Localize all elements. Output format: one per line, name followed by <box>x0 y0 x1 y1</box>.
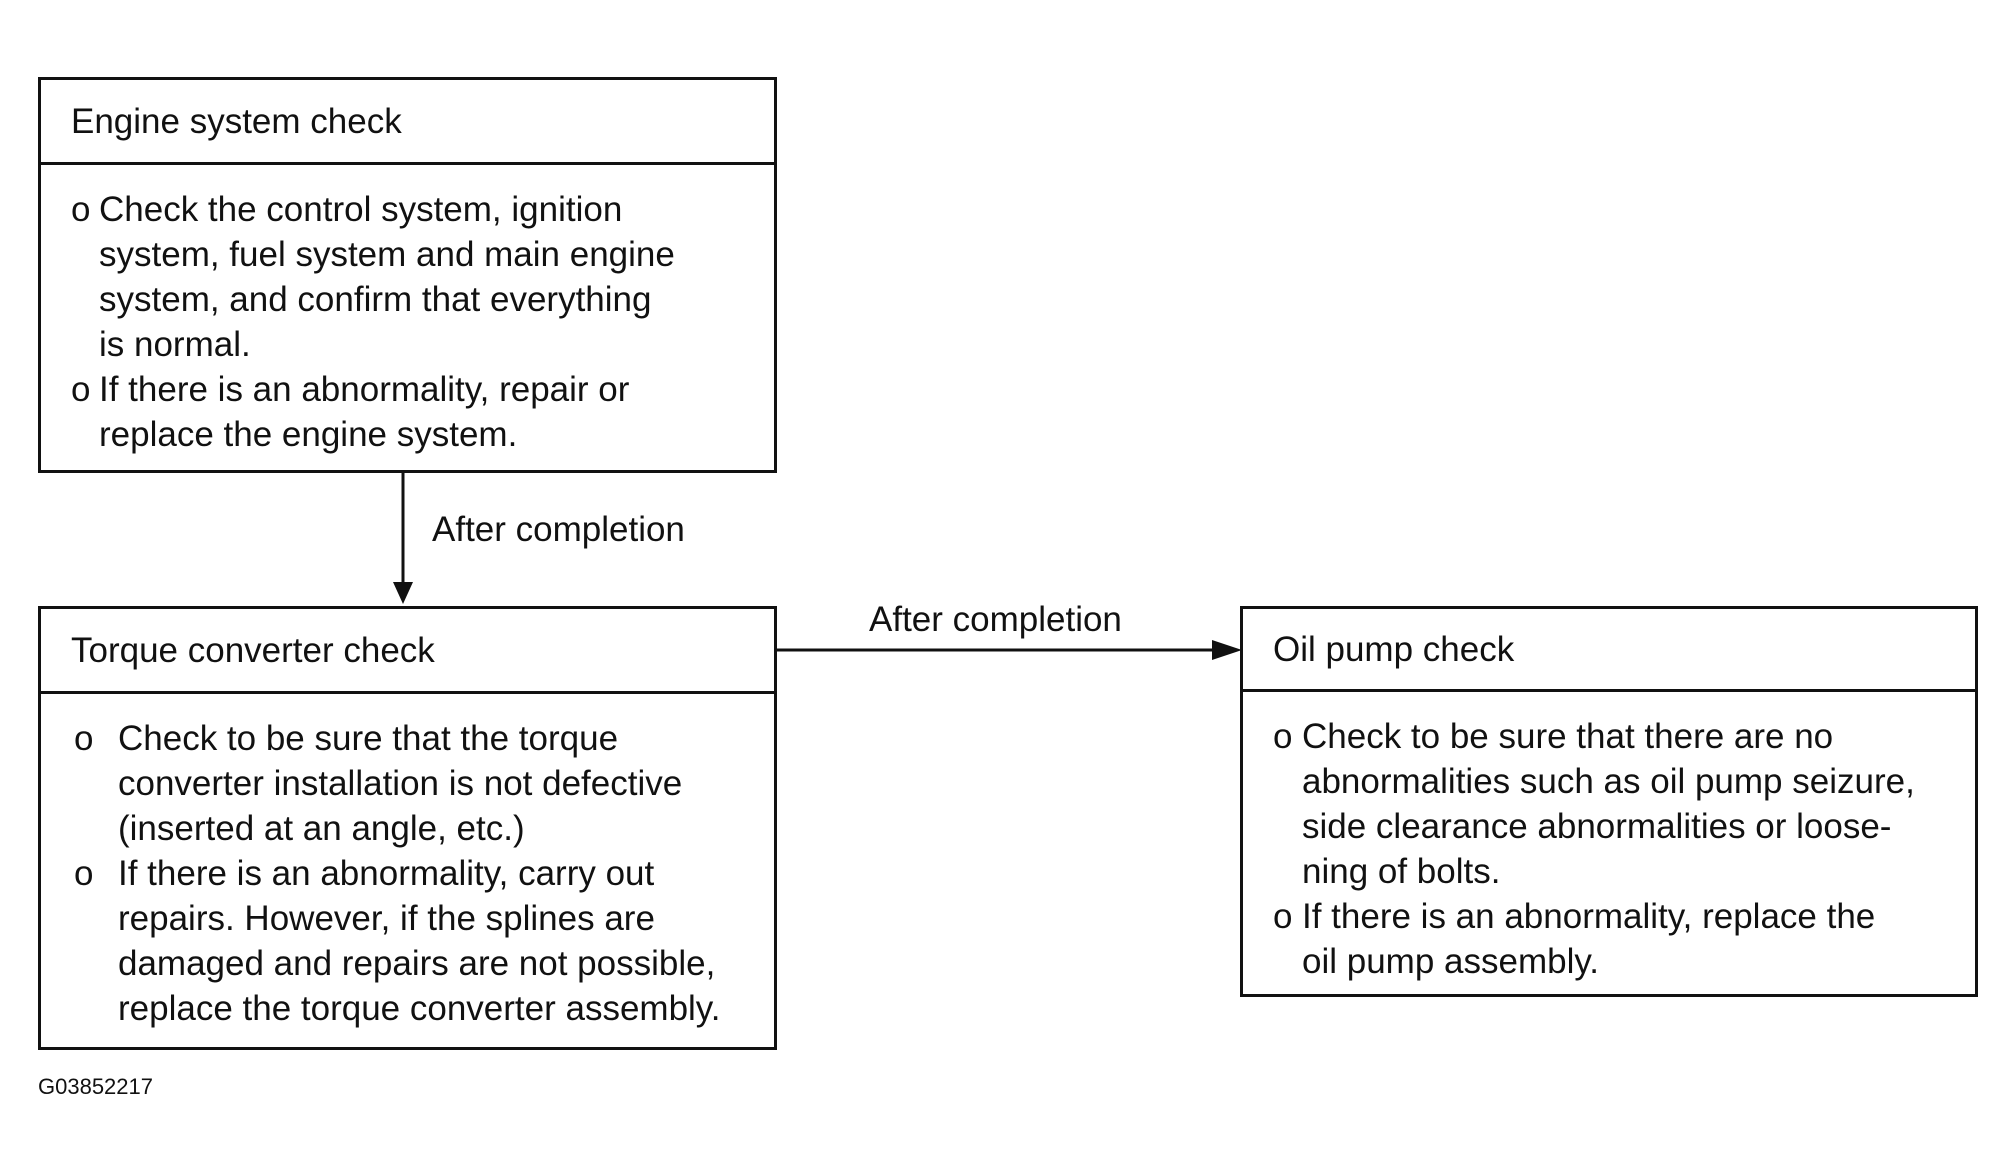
text-line: Check to be sure that the torque <box>118 719 619 758</box>
arrow-label-after-completion: After completion <box>869 600 1122 639</box>
arrow-torque-to-oilpump <box>775 640 1242 660</box>
torque-converter-check-box: Torque converter check o Check to be sur… <box>38 606 777 1050</box>
text-line: replace the torque converter assembly. <box>118 989 721 1028</box>
text-line: replace the engine system. <box>99 415 518 454</box>
bullet-text: Check to be sure that there are no abnor… <box>1302 714 1965 894</box>
bullet-item: o If there is an abnormality, carry out … <box>74 851 764 1031</box>
text-line: abnormalities such as oil pump seizure, <box>1302 762 1915 801</box>
box-body: o Check to be sure that there are no abn… <box>1243 692 1975 984</box>
text-line: If there is an abnormality, repair or <box>99 370 630 409</box>
text-line: converter installation is not defective <box>118 764 683 803</box>
bullet-item: o If there is an abnormality, repair or … <box>71 367 764 457</box>
bullet-text: If there is an abnormality, replace the … <box>1302 894 1965 984</box>
torque-converter-check-title: Torque converter check <box>71 630 435 670</box>
text-line: ning of bolts. <box>1302 852 1501 891</box>
text-line: If there is an abnormality, replace the <box>1302 897 1876 936</box>
engine-system-check-box: Engine system check o Check the control … <box>38 77 777 473</box>
text-line: system, fuel system and main engine <box>99 235 675 274</box>
bullet-text: Check to be sure that the torque convert… <box>118 716 764 851</box>
text-line: oil pump assembly. <box>1302 942 1599 981</box>
bullet-item: o Check to be sure that the torque conve… <box>74 716 764 851</box>
arrow-label-after-completion: After completion <box>432 510 685 549</box>
engine-system-check-title: Engine system check <box>71 101 402 141</box>
bullet-marker: o <box>74 719 94 758</box>
text-line: Check to be sure that there are no <box>1302 717 1834 756</box>
bullet-text: If there is an abnormality, repair or re… <box>99 367 764 457</box>
box-title: Torque converter check <box>41 609 774 694</box>
text-line: If there is an abnormality, carry out <box>118 854 655 893</box>
bullet-item: o Check to be sure that there are no abn… <box>1273 714 1965 894</box>
figure-code: G03852217 <box>38 1074 153 1099</box>
box-body: o Check to be sure that the torque conve… <box>41 694 774 1031</box>
box-title: Oil pump check <box>1243 609 1975 692</box>
text-line: (inserted at an angle, etc.) <box>118 809 525 848</box>
bullet-text: If there is an abnormality, carry out re… <box>118 851 764 1031</box>
bullet-item: o If there is an abnormality, replace th… <box>1273 894 1965 984</box>
box-body: o Check the control system, ignition sys… <box>41 165 774 457</box>
text-line: is normal. <box>99 325 251 364</box>
oil-pump-check-box: Oil pump check o Check to be sure that t… <box>1240 606 1978 997</box>
bullet-marker: o <box>71 370 91 409</box>
bullet-text: Check the control system, ignition syste… <box>99 187 764 367</box>
box-title: Engine system check <box>41 80 774 165</box>
text-line: Check the control system, ignition <box>99 190 623 229</box>
text-line: side clearance abnormalities or loose- <box>1302 807 1892 846</box>
bullet-marker: o <box>1273 897 1293 936</box>
bullet-marker: o <box>1273 717 1293 756</box>
text-line: damaged and repairs are not possible, <box>118 944 716 983</box>
text-line: system, and confirm that everything <box>99 280 652 319</box>
oil-pump-check-title: Oil pump check <box>1273 629 1515 669</box>
arrow-engine-to-torque <box>393 473 413 604</box>
bullet-marker: o <box>74 854 94 893</box>
bullet-item: o Check the control system, ignition sys… <box>71 187 764 367</box>
text-line: repairs. However, if the splines are <box>118 899 655 938</box>
bullet-marker: o <box>71 190 91 229</box>
